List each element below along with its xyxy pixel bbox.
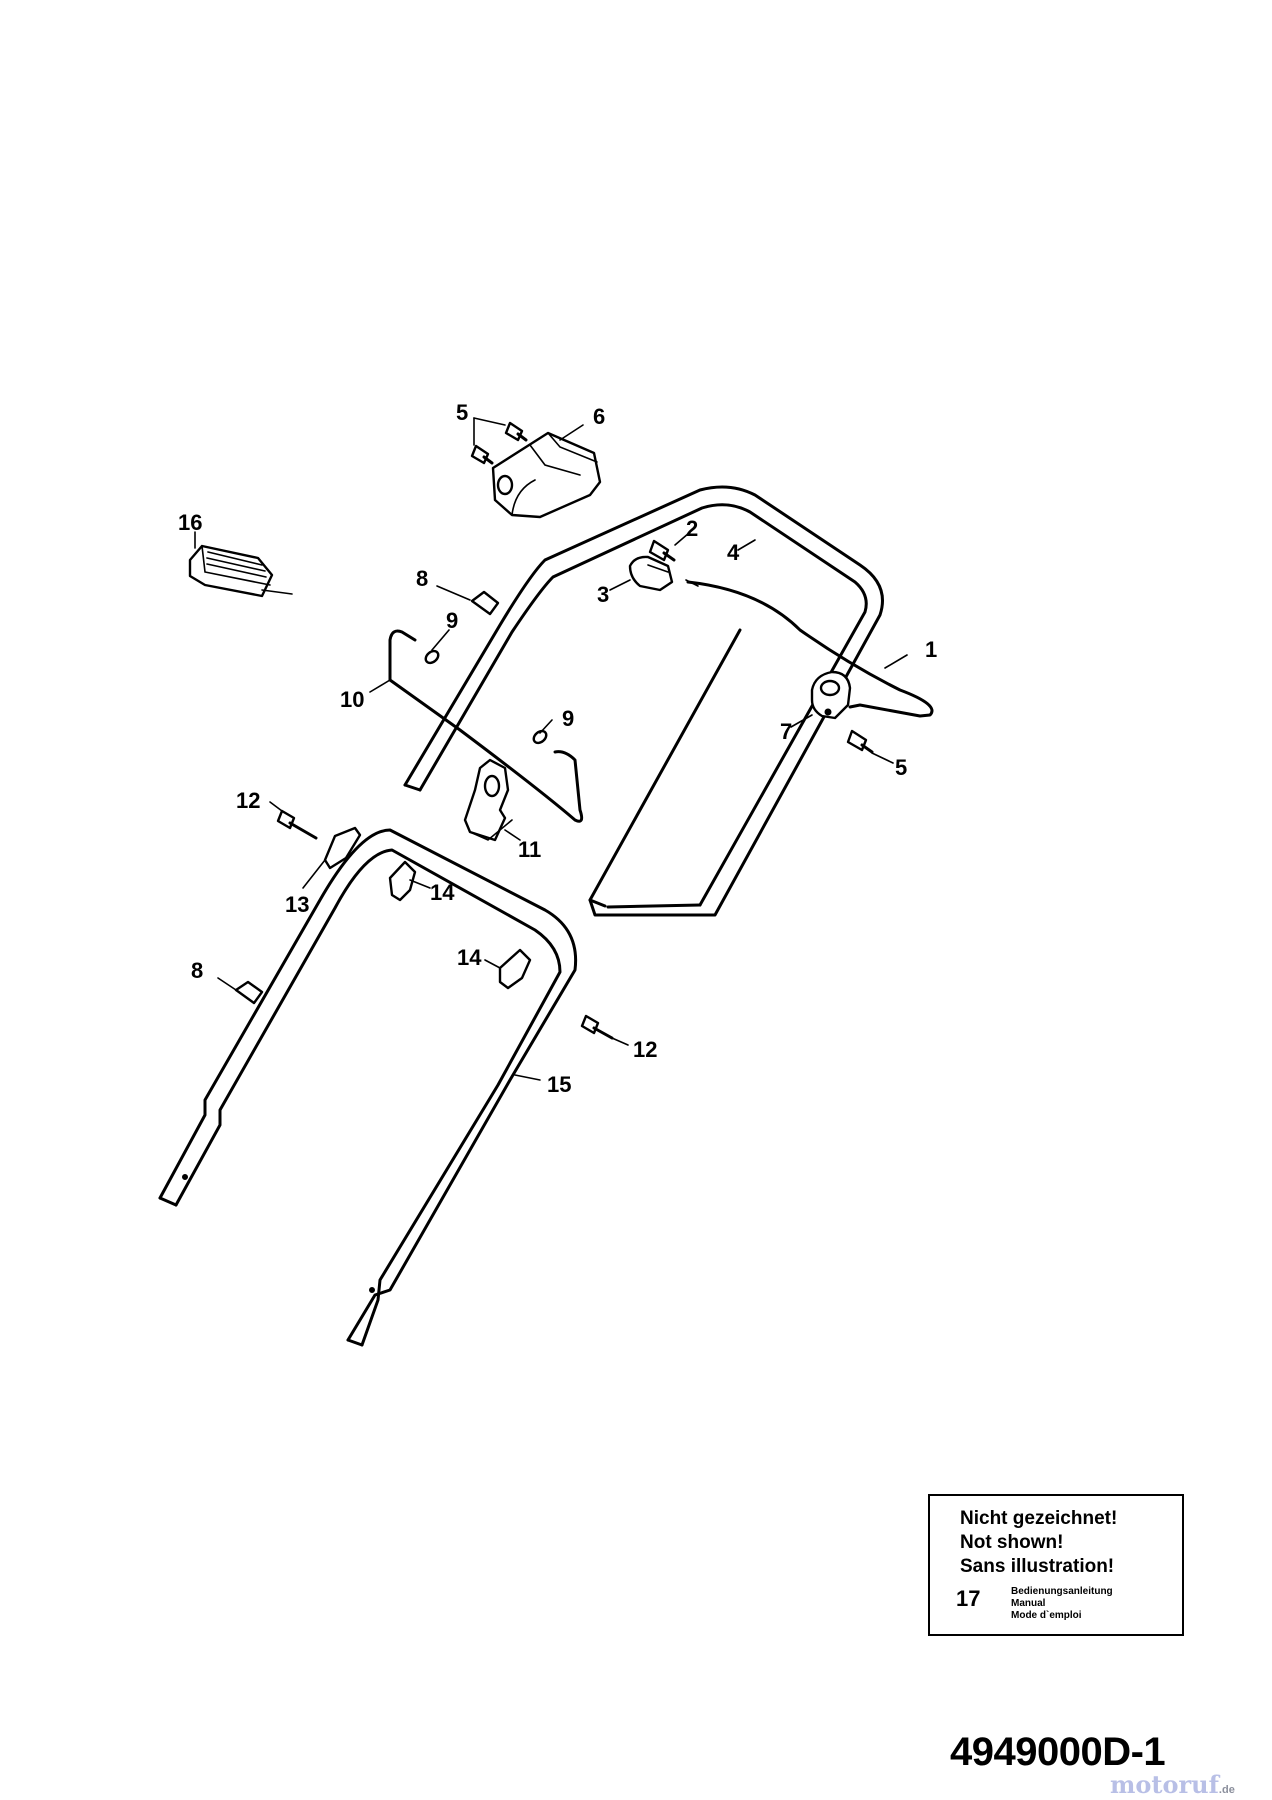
callout-12-upper: 12	[236, 788, 260, 813]
lower-handle-part-15	[158, 828, 578, 1347]
callout-1: 1	[925, 637, 937, 662]
callout-11: 11	[518, 837, 541, 862]
callout-7: 7	[780, 719, 792, 744]
screw-part-5-upper-a	[504, 421, 528, 442]
spacer-part-8-lower	[234, 980, 264, 1005]
callout-13: 13	[285, 892, 309, 917]
screw-part-2	[648, 539, 676, 562]
callout-8-upper: 8	[416, 566, 428, 591]
switch-box-part-6	[491, 431, 602, 519]
bolt-part-12-lower	[580, 1014, 614, 1040]
cable-part-1	[685, 579, 934, 718]
item-17-number: 17	[956, 1586, 981, 1611]
clip-part-13	[323, 826, 362, 870]
leader-lines	[194, 417, 908, 1081]
callout-14-upper: 14	[430, 880, 455, 905]
callout-8-lower: 8	[191, 958, 203, 983]
not-shown-box: Nicht gezeichnet! Not shown! Sans illust…	[928, 1494, 1184, 1636]
spacer-part-8-upper	[470, 590, 500, 616]
callout-2: 2	[686, 516, 698, 541]
screw-part-5-upper-b	[470, 444, 494, 465]
drawing-number: 4949000D-1	[950, 1730, 1166, 1774]
callout-9-lower: 9	[562, 706, 574, 731]
screw-part-5-lower	[846, 729, 874, 754]
cable-clip-part-7	[810, 670, 852, 720]
bracket-part-11	[463, 758, 513, 842]
callout-5-lower: 5	[895, 755, 907, 780]
callout-15: 15	[547, 1072, 571, 1097]
watermark-logo: motoruf.de	[1110, 1770, 1235, 1799]
not-shown-english: Not shown!	[960, 1532, 1064, 1553]
not-shown-french: Sans illustration!	[960, 1556, 1115, 1577]
not-shown-german: Nicht gezeichnet!	[960, 1508, 1118, 1529]
callout-16: 16	[178, 510, 202, 535]
callout-10: 10	[340, 687, 364, 712]
bolt-part-12-upper	[276, 809, 318, 840]
wing-nut-part-14-upper	[388, 860, 417, 902]
watermark-text: motoruf	[1110, 1770, 1219, 1799]
callout-12-lower: 12	[633, 1037, 657, 1062]
item-17-german: Bedienungsanleitung	[1011, 1586, 1113, 1597]
callout-3: 3	[597, 582, 609, 607]
watermark-tld: .de	[1218, 1784, 1235, 1796]
bail-lever-part-10	[388, 629, 584, 823]
item-17-french: Mode d`emploi	[1011, 1610, 1082, 1621]
ring-part-9-b	[532, 729, 548, 745]
wing-nut-part-14-lower	[498, 948, 532, 990]
clamp-part-3	[628, 555, 674, 592]
callout-6: 6	[593, 404, 605, 429]
charger-part-16	[188, 544, 293, 598]
callout-5-upper: 5	[456, 400, 468, 425]
callout-4: 4	[727, 540, 740, 565]
upper-handle-part-4	[403, 485, 884, 917]
callout-9-upper: 9	[446, 608, 458, 633]
ring-part-9-a	[424, 649, 440, 665]
callout-14-lower: 14	[457, 945, 482, 970]
item-17-english: Manual	[1011, 1598, 1046, 1609]
